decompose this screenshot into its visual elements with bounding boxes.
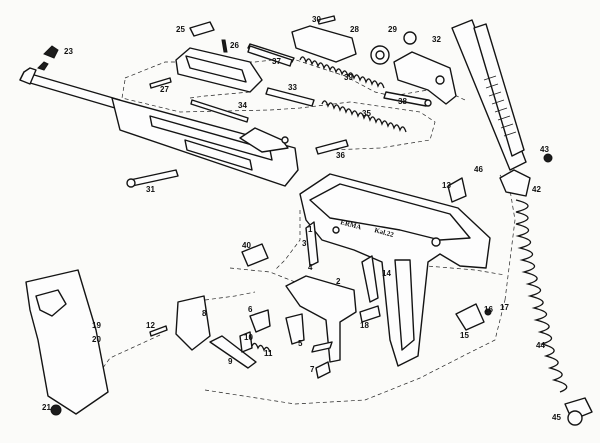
callout-11: 11 [264,349,273,358]
callout-12: 12 [146,321,155,330]
callout-14: 14 [382,269,391,278]
frame: ERMA Kal.22 [299,173,491,367]
callout-4: 4 [308,263,313,272]
barrel-assembly [19,61,299,187]
callout-2: 2 [336,277,341,286]
callout-18: 18 [360,321,369,330]
callout-43: 43 [540,145,549,154]
callout-9: 9 [228,357,233,366]
callout-34: 34 [238,101,247,110]
callout-36: 36 [336,151,345,160]
callout-10: 10 [244,333,253,342]
callout-17: 17 [500,303,509,312]
callout-5: 5 [298,339,303,348]
callout-25: 25 [176,25,185,34]
callout-32: 32 [432,35,441,44]
magazine [451,19,593,426]
callout-37: 37 [272,57,281,66]
callout-33: 33 [288,83,297,92]
callout-15: 15 [460,331,469,340]
callout-45: 45 [552,413,561,422]
callout-31: 31 [146,185,155,194]
callout-27: 27 [160,85,169,94]
callout-35: 35 [362,109,371,118]
springs [251,56,568,393]
callout-21: 21 [42,403,51,412]
grip-panel [25,269,109,416]
callout-46: 46 [474,165,483,174]
callout-13: 13 [442,181,451,190]
callout-7: 7 [310,365,315,374]
callout-26: 26 [230,41,239,50]
callout-28: 28 [350,25,359,34]
callout-29: 29 [388,25,397,34]
callout-labels: 1 2 3 4 5 6 7 8 9 10 11 12 13 14 15 16 1… [42,15,561,422]
callout-16: 16 [484,305,493,314]
pins-rods [126,45,432,188]
callout-19: 19 [92,321,101,330]
callout-20: 20 [92,335,101,344]
callout-30: 30 [312,15,321,24]
callout-3: 3 [302,239,307,248]
callout-38: 38 [398,97,407,106]
callout-1: 1 [308,225,313,234]
callout-40: 40 [242,241,251,250]
callout-39: 39 [344,73,353,82]
callout-23: 23 [64,47,73,56]
front-sight [43,45,59,59]
callout-8: 8 [202,309,207,318]
rear-parts [370,31,457,105]
callout-42: 42 [532,185,541,194]
callout-6: 6 [248,305,253,314]
callout-44: 44 [536,341,545,350]
assembly-lines [99,57,516,405]
lower-internals [149,177,492,379]
